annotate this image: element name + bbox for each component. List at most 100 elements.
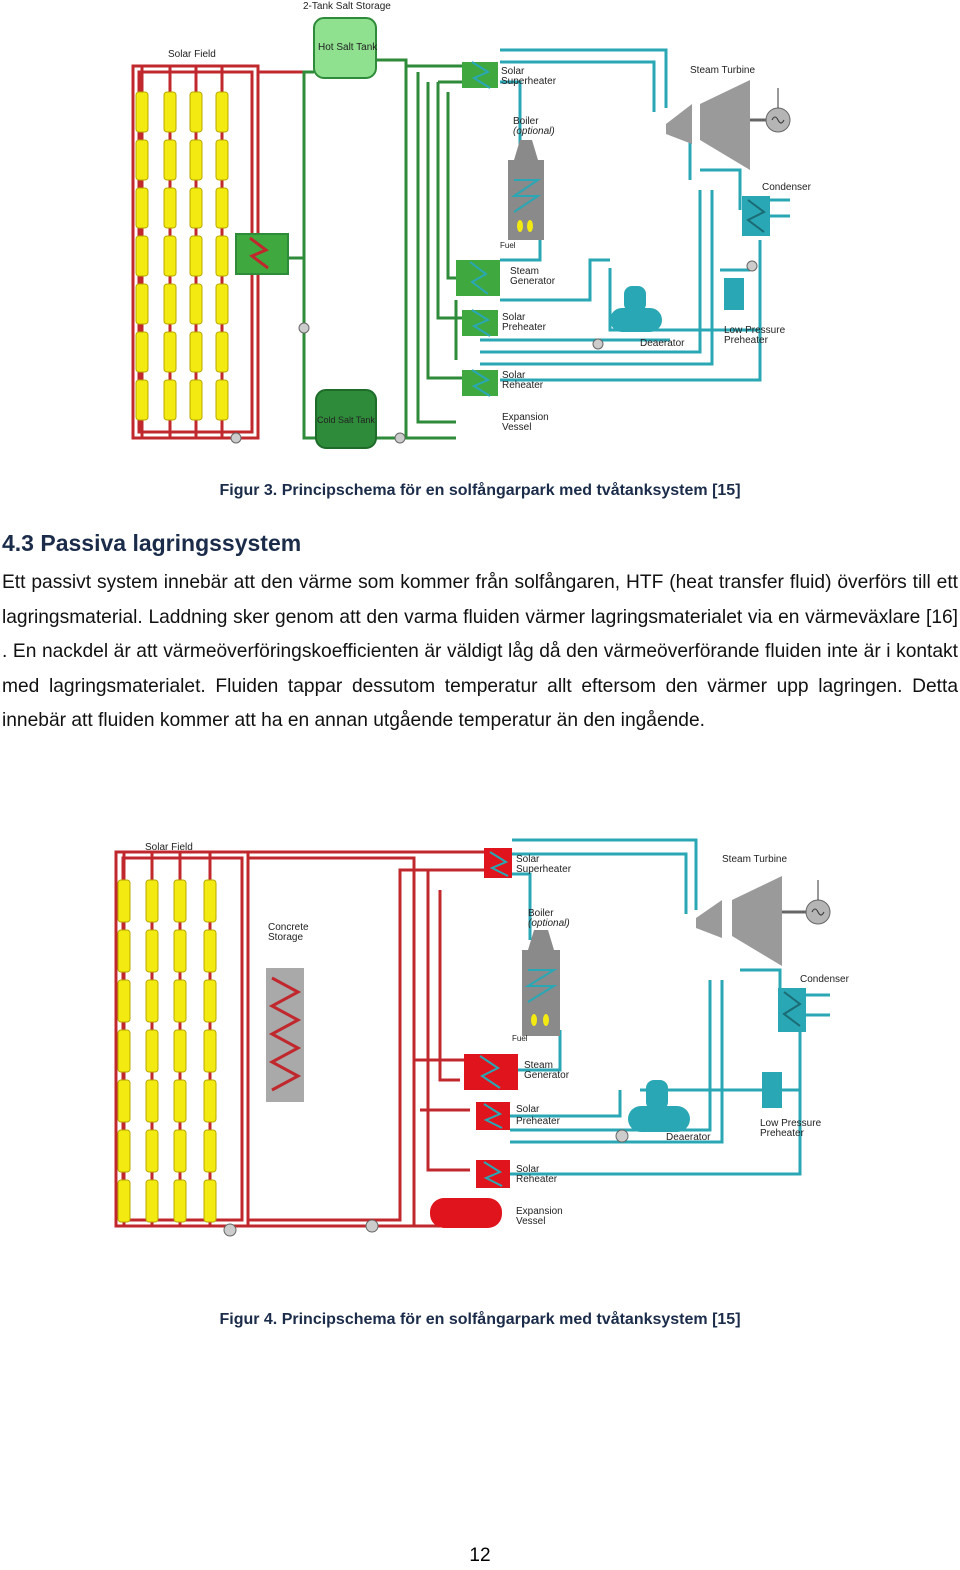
solar-collector [203, 1029, 217, 1073]
label-storage: 2-Tank Salt Storage [303, 1, 391, 12]
steam-turbine [696, 876, 831, 966]
solar-preheater [476, 1102, 510, 1130]
solar-collector [117, 1179, 131, 1223]
label-steam-gen-1: Steam [510, 266, 539, 277]
label-lp-preheater-2: Preheater [724, 335, 769, 346]
solar-superheater [462, 61, 498, 89]
solar-collector [135, 235, 149, 277]
figure-2-diagram: Solar Field Concrete Storage Solar Super… [0, 830, 960, 1260]
solar-collector [215, 235, 229, 277]
label-fuel: Fuel [512, 1034, 528, 1043]
expansion-vessel [430, 1198, 502, 1228]
label-superheater-2: Superheater [501, 76, 557, 87]
solar-collector [215, 187, 229, 229]
figure-1-diagram: 2-Tank Salt Storage Solar Field Hot Salt… [0, 0, 960, 460]
solar-collector [189, 283, 203, 325]
solar-collector [163, 283, 177, 325]
solar-collector [203, 879, 217, 923]
label-deaerator: Deaerator [640, 338, 685, 349]
solar-collector [145, 1079, 159, 1123]
low-pressure-preheater [762, 1072, 782, 1108]
label-lp-preheater-2: Preheater [760, 1128, 805, 1139]
label-preheater-1: Solar [502, 312, 526, 323]
label-preheater-2: Preheater [516, 1116, 561, 1127]
solar-collector [135, 187, 149, 229]
boiler [522, 930, 560, 1036]
solar-collector [189, 235, 203, 277]
condenser [742, 196, 770, 272]
boiler [508, 140, 544, 240]
solar-collector [135, 379, 149, 421]
steam-generator [464, 1054, 518, 1090]
label-expansion-1: Expansion [502, 412, 549, 423]
label-steam-gen-2: Generator [524, 1070, 570, 1081]
solar-collector [135, 283, 149, 325]
solar-collector [163, 331, 177, 373]
label-cold-tank: Cold Salt Tank [317, 415, 375, 425]
label-boiler-1: Boiler [513, 116, 539, 127]
label-deaerator: Deaerator [666, 1132, 711, 1143]
solar-reheater [476, 1160, 510, 1188]
solar-collector [163, 187, 177, 229]
steam-generator [456, 260, 500, 296]
solar-collector [215, 379, 229, 421]
solar-collector [203, 1179, 217, 1223]
solar-collector [117, 1129, 131, 1173]
label-expansion-2: Vessel [516, 1216, 545, 1227]
solar-collector [145, 1179, 159, 1223]
label-lp-preheater-1: Low Pressure [724, 325, 786, 336]
hot-salt-tank [313, 17, 377, 79]
solar-collector [203, 1079, 217, 1123]
solar-collector [117, 1029, 131, 1073]
solar-collector [203, 929, 217, 973]
salt-loop [258, 58, 470, 440]
solar-collector [173, 1079, 187, 1123]
solar-collector [145, 979, 159, 1023]
condenser [778, 988, 806, 1032]
solar-collector [173, 879, 187, 923]
solar-collector [189, 331, 203, 373]
solar-collector [163, 91, 177, 133]
solar-collector [203, 979, 217, 1023]
label-lp-preheater-1: Low Pressure [760, 1118, 822, 1129]
label-superheater-1: Solar [501, 66, 525, 77]
solar-collector [189, 379, 203, 421]
solar-collector [189, 91, 203, 133]
concrete-storage [266, 968, 304, 1102]
solar-panels [117, 879, 217, 1223]
label-fuel: Fuel [500, 241, 516, 250]
label-solar-field: Solar Field [145, 842, 193, 853]
solar-collector [135, 91, 149, 133]
solar-collector [215, 91, 229, 133]
label-reheater-2: Reheater [502, 380, 544, 391]
solar-collector [173, 1179, 187, 1223]
label-superheater-1: Solar [516, 854, 540, 865]
body-paragraph: Ett passivt system innebär att den värme… [2, 572, 958, 732]
label-condenser: Condenser [762, 182, 812, 193]
solar-collector [117, 979, 131, 1023]
solar-collector [145, 879, 159, 923]
solar-collector [145, 929, 159, 973]
solar-collector [117, 1079, 131, 1123]
solar-collector [189, 187, 203, 229]
figure-3-caption: Figur 3. Principschema för en solfångarp… [219, 482, 741, 499]
label-steam-gen-1: Steam [524, 1060, 553, 1071]
label-expansion-2: Vessel [502, 422, 531, 433]
solar-preheater [462, 309, 498, 337]
deaerator [592, 286, 662, 350]
label-condenser: Condenser [800, 974, 850, 985]
label-concrete-2: Storage [268, 932, 303, 943]
label-turbine: Steam Turbine [722, 854, 787, 865]
solar-collector [145, 1029, 159, 1073]
label-turbine: Steam Turbine [690, 65, 755, 76]
label-boiler-2: (optional) [513, 126, 555, 137]
solar-panels [135, 91, 229, 421]
solar-collector [215, 283, 229, 325]
cold-salt-tank [315, 389, 377, 449]
solar-collector [163, 379, 177, 421]
label-reheater-2: Reheater [516, 1174, 558, 1185]
solar-collector [173, 1029, 187, 1073]
label-steam-gen-2: Generator [510, 276, 556, 287]
solar-collector [189, 139, 203, 181]
label-concrete-1: Concrete [268, 922, 309, 933]
